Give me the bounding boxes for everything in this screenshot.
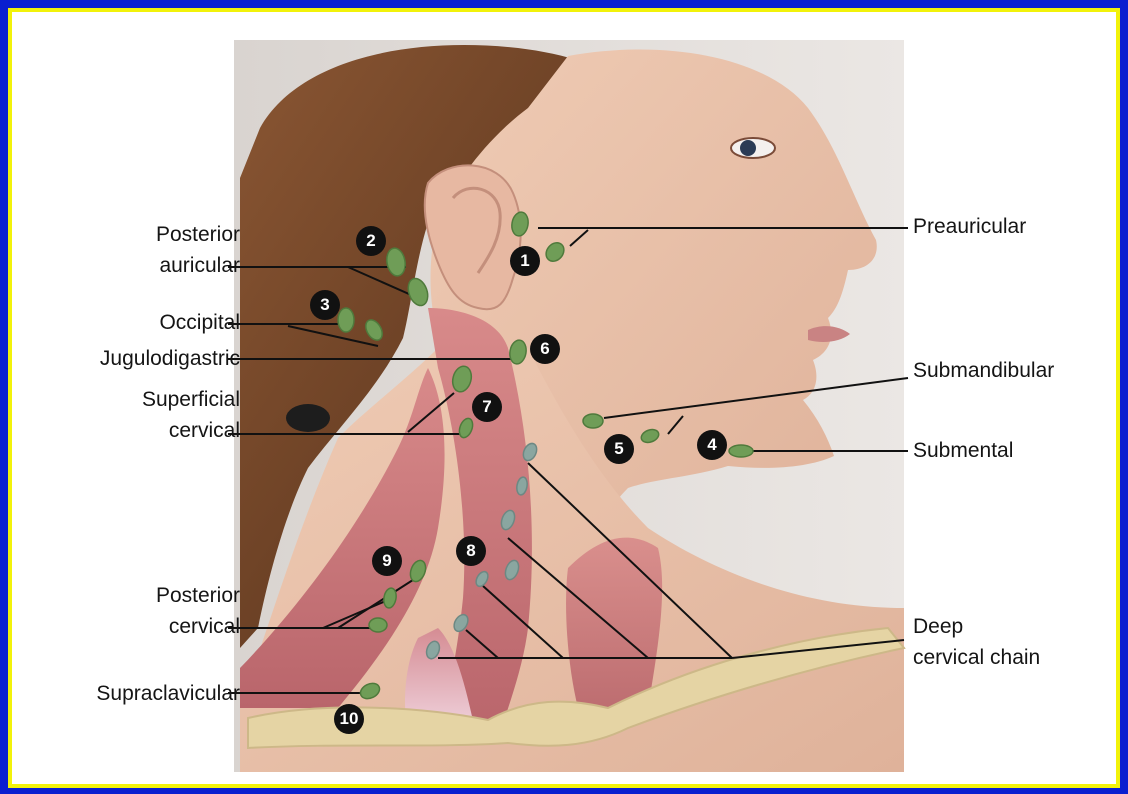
badge-6: 6 bbox=[530, 334, 560, 364]
scalene-muscle bbox=[566, 538, 662, 708]
label-preauricular: Preauricular bbox=[913, 211, 1026, 242]
lymph-node bbox=[369, 618, 387, 632]
label-superficial-cervical-line1: Superficial bbox=[70, 384, 240, 415]
label-posterior-cervical: Posterior cervical bbox=[70, 580, 240, 642]
badge-4: 4 bbox=[697, 430, 727, 460]
label-deep-cervical-chain: Deep cervical chain bbox=[913, 611, 1040, 673]
badge-8: 8 bbox=[456, 536, 486, 566]
badge-3: 3 bbox=[310, 290, 340, 320]
label-submental: Submental bbox=[913, 435, 1013, 466]
badge-7: 7 bbox=[472, 392, 502, 422]
badge-5: 5 bbox=[604, 434, 634, 464]
label-supraclavicular: Supraclavicular bbox=[30, 678, 240, 709]
hair-tie bbox=[286, 404, 330, 432]
iris bbox=[740, 140, 756, 156]
label-deep-cervical-line2: cervical chain bbox=[913, 642, 1040, 673]
badge-2: 2 bbox=[356, 226, 386, 256]
lymph-node bbox=[729, 445, 753, 457]
badge-1: 1 bbox=[510, 246, 540, 276]
label-posterior-auricular-line1: Posterior bbox=[100, 219, 240, 250]
label-deep-cervical-line1: Deep bbox=[913, 611, 1040, 642]
label-jugulodigastric: Jugulodigastric bbox=[30, 343, 240, 374]
lymph-node bbox=[338, 308, 354, 332]
label-occipital: Occipital bbox=[90, 307, 240, 338]
badge-9: 9 bbox=[372, 546, 402, 576]
label-superficial-cervical-line2: cervical bbox=[70, 415, 240, 446]
label-posterior-auricular-line2: auricular bbox=[100, 250, 240, 281]
label-posterior-cervical-line1: Posterior bbox=[70, 580, 240, 611]
badge-10: 10 bbox=[334, 704, 364, 734]
lymph-node bbox=[583, 414, 603, 428]
label-posterior-auricular: Posterior auricular bbox=[100, 219, 240, 281]
label-submandibular: Submandibular bbox=[913, 355, 1054, 386]
label-superficial-cervical: Superficial cervical bbox=[70, 384, 240, 446]
label-posterior-cervical-line2: cervical bbox=[70, 611, 240, 642]
